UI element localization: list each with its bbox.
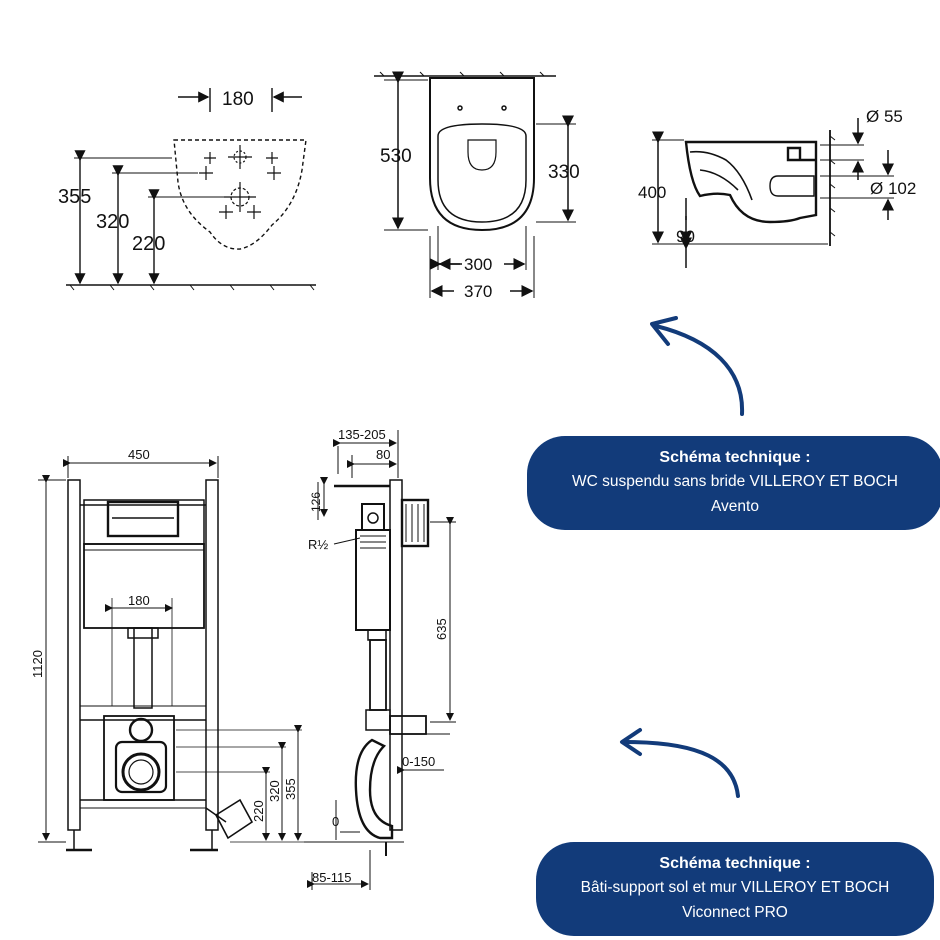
dim-320: 320 — [96, 211, 129, 233]
dim-320-frame: 320 — [267, 780, 282, 802]
dim-220-frame: 220 — [251, 800, 266, 822]
dim-330: 330 — [548, 162, 580, 183]
dim-0: 0 — [332, 814, 339, 829]
dim-530: 530 — [380, 146, 412, 167]
callout-bati-support: Schéma technique : Bâti-support sol et m… — [536, 842, 934, 936]
dim-300: 300 — [464, 255, 492, 274]
callout-line: WC suspendu sans bride VILLEROY ET BOCH — [572, 473, 898, 490]
callout-line: Avento — [711, 498, 759, 515]
wc-front-view — [66, 88, 316, 291]
wc-side-view — [652, 118, 894, 268]
dim-0-150: 0-150 — [402, 754, 435, 769]
dim-180-top: 180 — [222, 89, 254, 110]
dim-80: 80 — [376, 447, 390, 462]
frame-front-view — [38, 456, 306, 852]
label-r-half: R½ — [308, 537, 328, 552]
dim-85-115: 85-115 — [312, 870, 352, 885]
dim-90: 90 — [676, 227, 695, 246]
dim-180-frame: 180 — [128, 593, 150, 608]
arrow-curve-top — [650, 316, 745, 416]
dim-diam-55: Ø 55 — [866, 107, 903, 126]
dim-220: 220 — [132, 233, 165, 255]
dim-1120: 1120 — [30, 650, 45, 678]
dim-635: 635 — [434, 618, 449, 640]
dim-diam-102: Ø 102 — [870, 179, 916, 198]
wc-plan-view — [374, 71, 576, 298]
callout-wc-suspendu: Schéma technique : WC suspendu sans brid… — [527, 436, 940, 530]
dim-400: 400 — [638, 183, 666, 202]
arrow-curve-bottom — [620, 728, 740, 798]
dim-126: 126 — [309, 492, 323, 512]
dim-355-frame: 355 — [283, 778, 298, 800]
callout-title: Schéma technique : — [659, 855, 811, 872]
dim-355: 355 — [58, 186, 91, 208]
dim-135-205: 135-205 — [338, 427, 386, 442]
callout-line: Bâti-support sol et mur VILLEROY ET BOCH — [580, 879, 890, 896]
dim-450: 450 — [128, 447, 150, 462]
callout-title: Schéma technique : — [659, 449, 811, 466]
dim-370: 370 — [464, 282, 492, 301]
frame-side-view — [304, 430, 456, 890]
callout-line: Viconnect PRO — [682, 904, 788, 921]
